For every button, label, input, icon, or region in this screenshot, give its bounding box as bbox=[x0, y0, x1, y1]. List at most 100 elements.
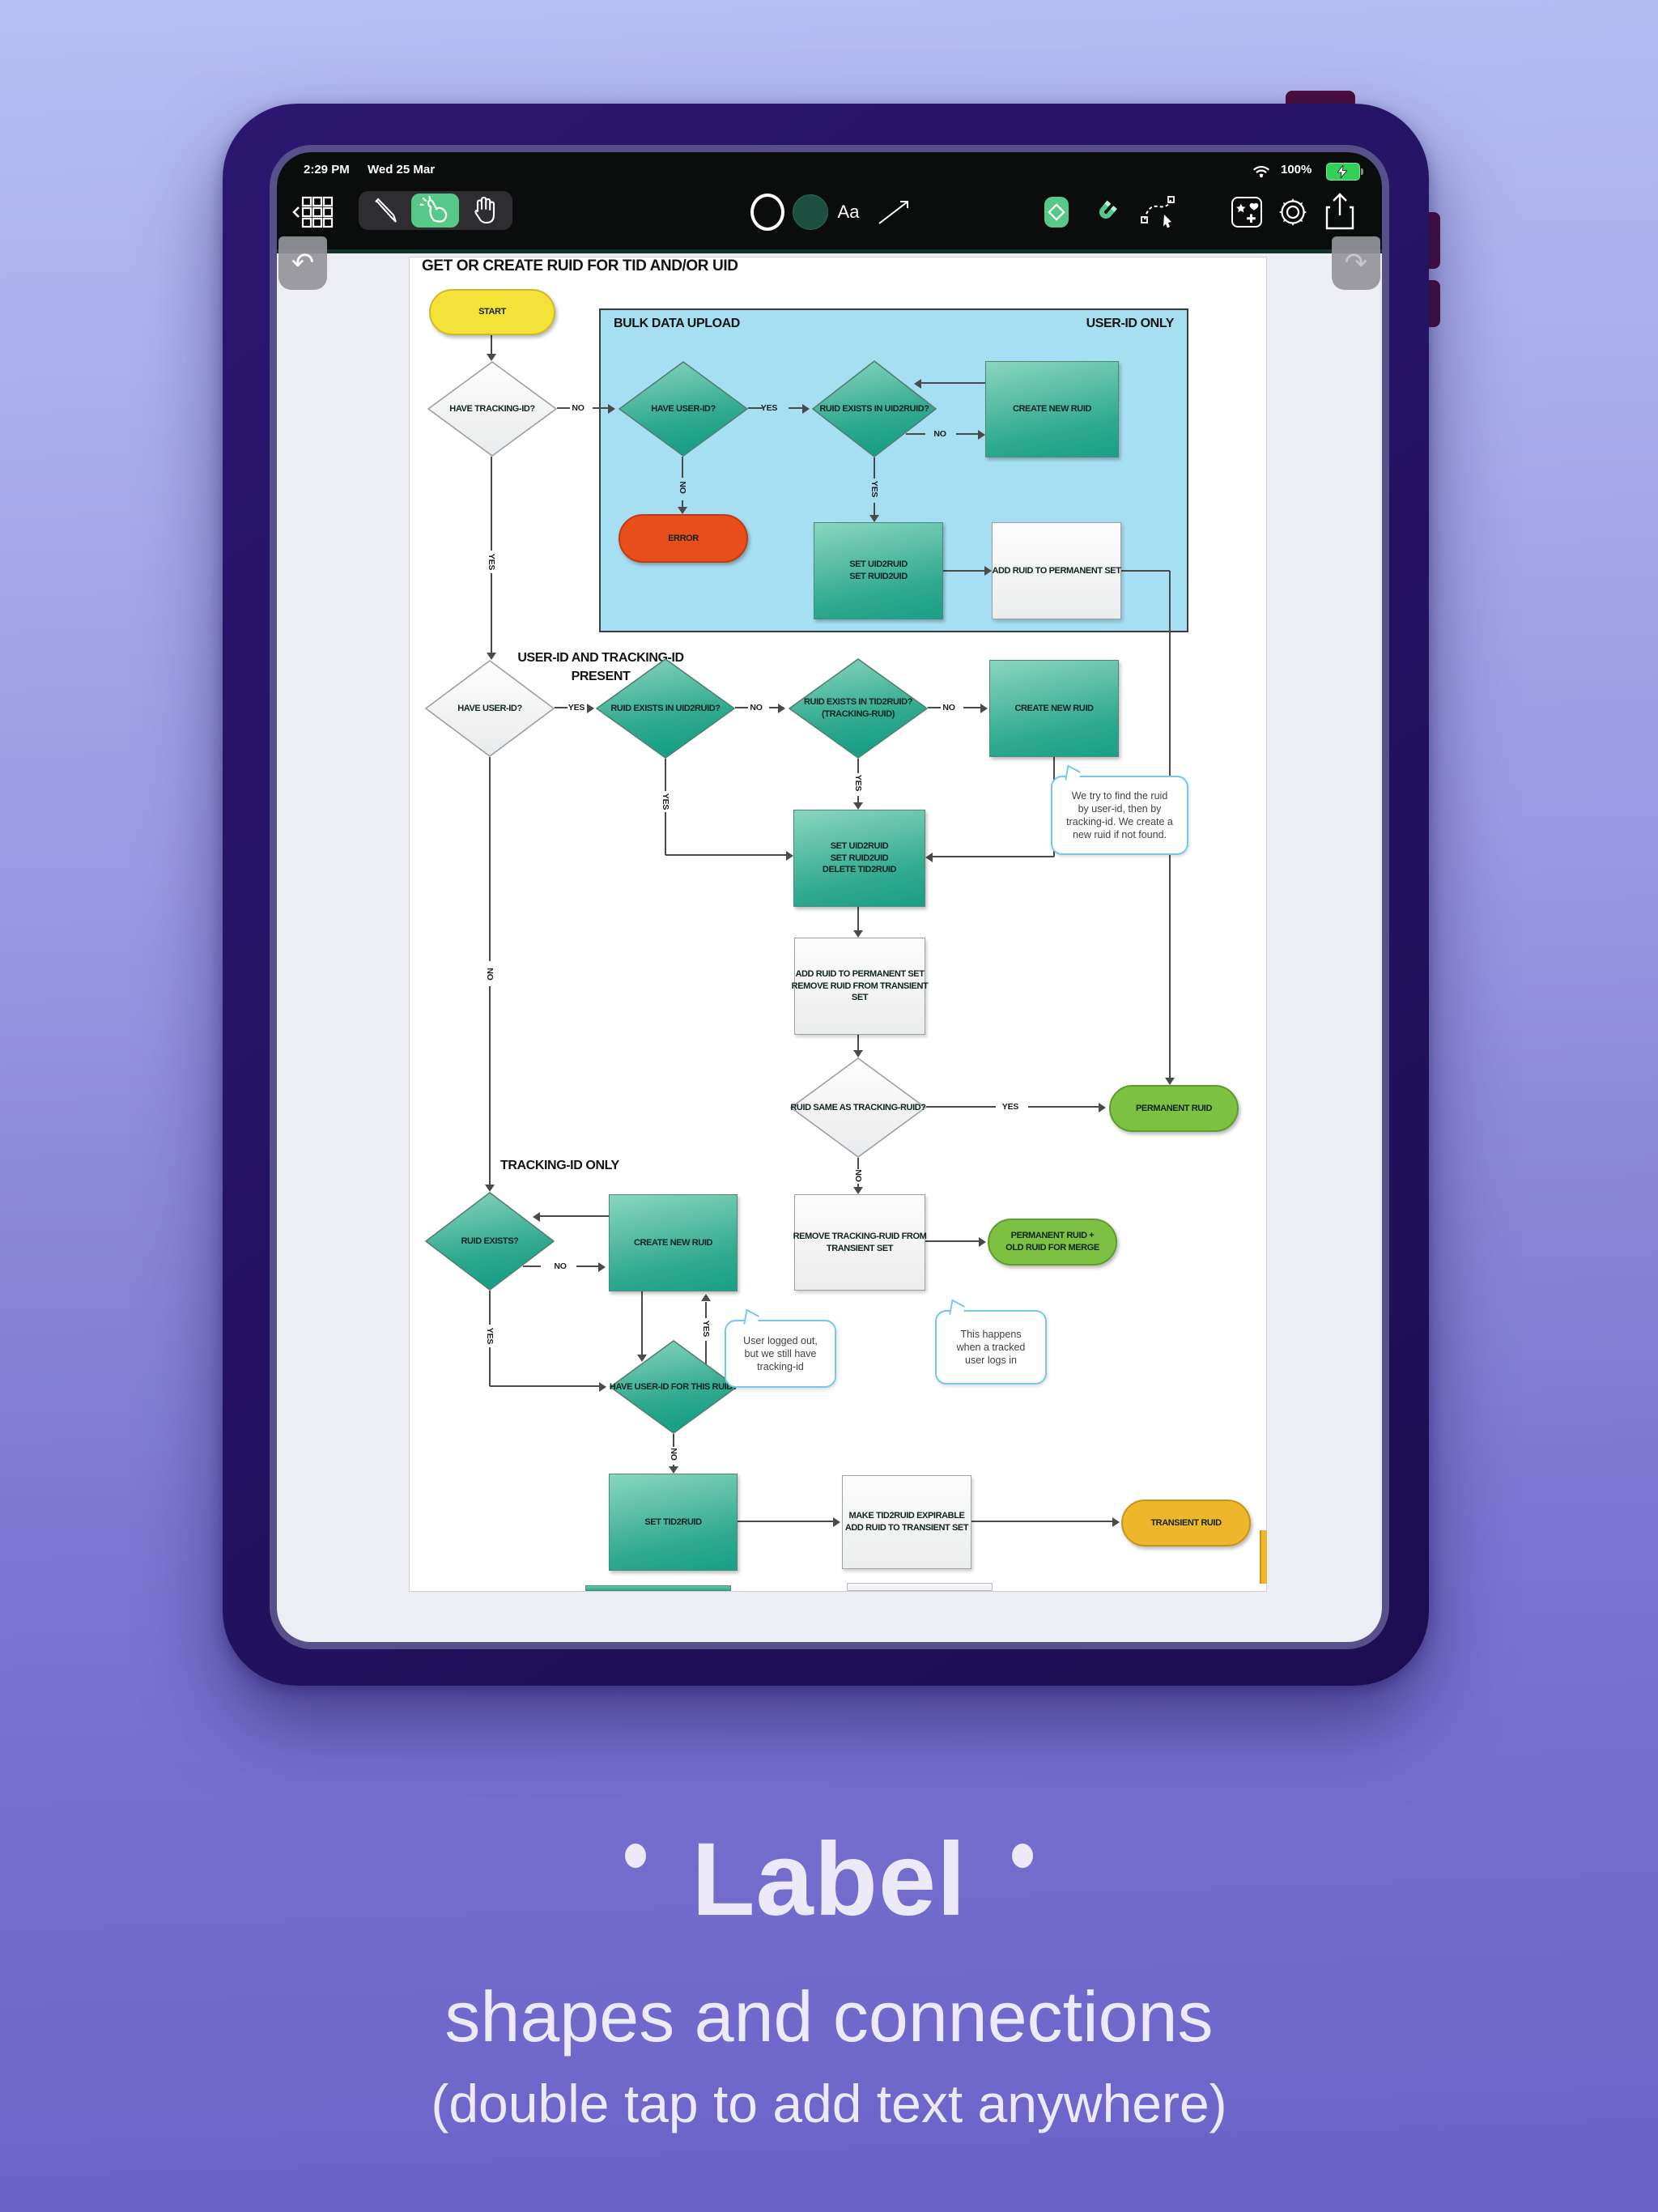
node-transient-ruid[interactable]: TRANSIENT RUID bbox=[1121, 1499, 1251, 1546]
clipped-shape-sliver bbox=[847, 1583, 993, 1591]
node-have-user-id[interactable]: HAVE USER-ID? bbox=[425, 660, 555, 757]
shape-library-icon[interactable] bbox=[1229, 194, 1265, 230]
shape-diamond-icon[interactable] bbox=[1039, 194, 1073, 230]
node-label: HAVE TRACKING-ID? bbox=[449, 403, 535, 414]
magnet-snap-icon[interactable] bbox=[1088, 194, 1124, 230]
arrowhead bbox=[587, 704, 594, 713]
connection-line bbox=[682, 457, 683, 478]
gallery-grid-icon[interactable] bbox=[290, 193, 337, 232]
connection-line bbox=[1121, 570, 1170, 572]
connection-line bbox=[536, 1215, 609, 1217]
node-permanent-ruid-merge[interactable]: PERMANENT RUID +OLD RUID FOR MERGE bbox=[988, 1219, 1117, 1266]
arrowhead bbox=[487, 653, 496, 660]
status-bar: 2:29 PM Wed 25 Mar 100% bbox=[277, 152, 1382, 189]
arrowhead bbox=[925, 853, 933, 862]
node-label: REMOVE TRACKING-RUID FROM bbox=[793, 1231, 927, 1241]
connection-line bbox=[857, 907, 859, 931]
node-error[interactable]: ERROR bbox=[619, 514, 748, 563]
node-permanent-ruid[interactable]: PERMANENT RUID bbox=[1109, 1085, 1239, 1132]
connection-line bbox=[489, 1347, 491, 1386]
connection-line bbox=[926, 1106, 996, 1108]
node-label: RUID EXISTS IN UID2RUID? bbox=[610, 703, 721, 713]
connection-line bbox=[491, 335, 492, 356]
connection-line bbox=[857, 759, 859, 773]
arrowhead bbox=[853, 802, 863, 810]
battery-percent: 100% bbox=[1281, 163, 1312, 177]
connection-line bbox=[943, 570, 988, 572]
settings-gear-icon[interactable] bbox=[1274, 193, 1312, 232]
node-create-new-ruid-bulk[interactable]: CREATE NEW RUID bbox=[985, 361, 1119, 457]
connection-line bbox=[857, 796, 859, 806]
edge-label: YES bbox=[760, 403, 778, 413]
pencil-icon[interactable] bbox=[370, 194, 402, 227]
fill-color-icon[interactable] bbox=[792, 194, 829, 231]
path-edit-icon[interactable] bbox=[1138, 194, 1177, 231]
arrowhead bbox=[598, 1262, 606, 1272]
node-label: TRANSIENT RUID bbox=[1150, 1517, 1222, 1528]
connection-line bbox=[928, 707, 941, 708]
node-add-ruid-permanent-bulk[interactable]: ADD RUID TO PERMANENT SET bbox=[992, 522, 1121, 619]
edge-label: NO bbox=[485, 968, 495, 981]
connection-line bbox=[931, 856, 1054, 857]
node-create-new-ruid-present[interactable]: CREATE NEW RUID bbox=[989, 660, 1119, 757]
arrowhead bbox=[487, 354, 496, 361]
hand-pan-icon[interactable] bbox=[467, 194, 503, 227]
edge-label: NO bbox=[572, 403, 585, 413]
tap-select-tool-active[interactable] bbox=[411, 194, 459, 228]
connection-line bbox=[489, 757, 491, 961]
undo-button[interactable]: ↶ bbox=[278, 236, 327, 290]
node-have-user-id-for-this-ruid[interactable]: HAVE USER-ID FOR THIS RUID? bbox=[610, 1340, 738, 1434]
node-have-user-id-bulk[interactable]: HAVE USER-ID? bbox=[619, 361, 748, 457]
arrowhead bbox=[833, 1517, 840, 1527]
share-icon[interactable] bbox=[1321, 191, 1358, 232]
node-ruid-exists[interactable]: RUID EXISTS? bbox=[425, 1192, 555, 1291]
node-ruid-exists-uid2ruid-bulk[interactable]: RUID EXISTS IN UID2RUID? bbox=[812, 360, 937, 457]
node-start[interactable]: START bbox=[429, 289, 555, 335]
node-label: CREATE NEW RUID bbox=[633, 1237, 713, 1248]
node-ruid-exists-uid2ruid[interactable]: RUID EXISTS IN UID2RUID? bbox=[596, 658, 735, 759]
stroke-color-icon[interactable] bbox=[750, 194, 784, 231]
node-have-tracking-id[interactable]: HAVE TRACKING-ID? bbox=[427, 361, 557, 457]
connection-line bbox=[857, 1158, 859, 1169]
node-label: RUID EXISTS? bbox=[461, 1236, 519, 1246]
arrowhead bbox=[669, 1466, 678, 1474]
connection-line bbox=[857, 1184, 859, 1188]
edge-label: YES bbox=[1001, 1102, 1019, 1112]
node-ruid-exists-tid2ruid[interactable]: RUID EXISTS IN TID2RUID?(TRACKING-RUID) bbox=[789, 658, 928, 759]
node-create-new-ruid-tracking[interactable]: CREATE NEW RUID bbox=[609, 1194, 738, 1291]
redo-button[interactable]: ↷ bbox=[1332, 236, 1380, 290]
diagram-title: GET OR CREATE RUID FOR TID AND/OR UID bbox=[422, 257, 738, 274]
node-label: PERMANENT RUID + bbox=[1010, 1231, 1095, 1241]
connection-line bbox=[665, 854, 787, 856]
node-label: PERMANENT RUID bbox=[1135, 1103, 1212, 1113]
connection-line bbox=[705, 1341, 707, 1365]
arrowhead bbox=[853, 1050, 863, 1057]
clipped-shape-sliver bbox=[585, 1585, 731, 1591]
arrowhead bbox=[678, 507, 687, 514]
node-label: CREATE NEW RUID bbox=[1014, 703, 1094, 713]
text-icon[interactable]: Aa bbox=[837, 202, 860, 222]
node-ruid-same-as-tracking-ruid[interactable]: RUID SAME AS TRACKING-RUID? bbox=[790, 1057, 926, 1158]
edge-label: NO bbox=[853, 1169, 863, 1182]
connection-line bbox=[489, 1291, 491, 1325]
edge-label: YES bbox=[487, 553, 496, 571]
connection-line bbox=[665, 759, 666, 791]
node-set-tid2ruid[interactable]: SET TID2RUID bbox=[609, 1474, 738, 1571]
connection-line bbox=[593, 407, 612, 409]
line-arrow-icon[interactable] bbox=[874, 196, 913, 228]
arrowhead bbox=[853, 930, 863, 938]
region-label: BULK DATA UPLOAD bbox=[614, 317, 740, 330]
arrowhead bbox=[637, 1355, 647, 1362]
edge-label: YES bbox=[853, 774, 863, 792]
clipped-shape-sliver bbox=[1260, 1530, 1267, 1584]
